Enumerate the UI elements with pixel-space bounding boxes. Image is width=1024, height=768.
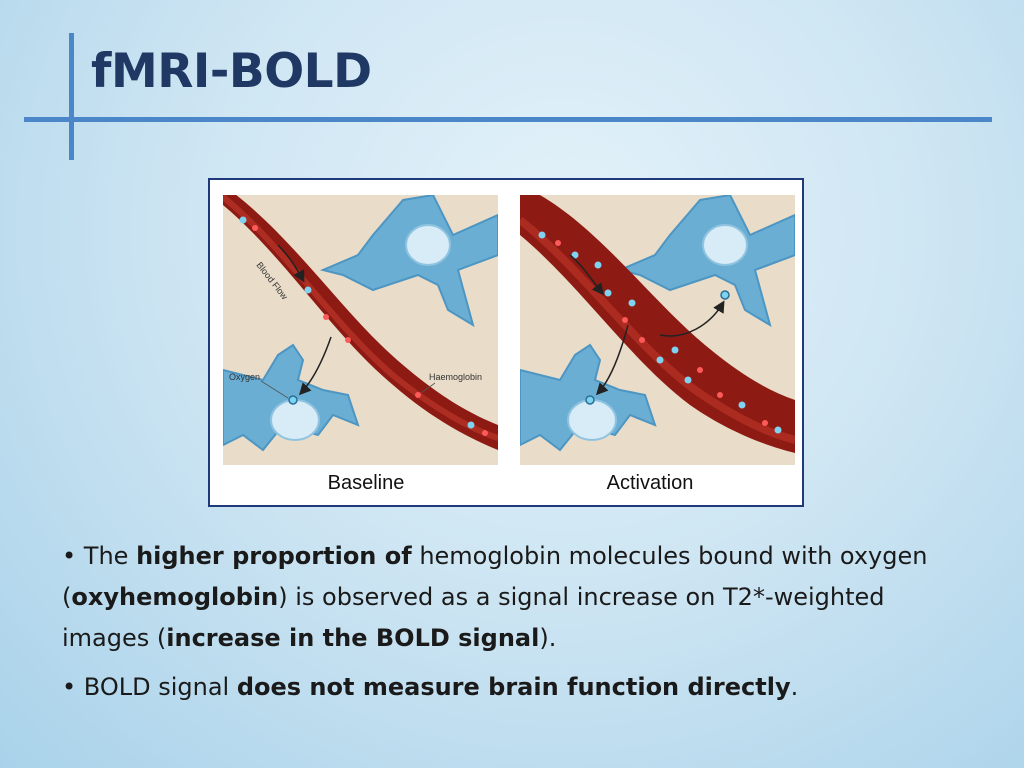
blood-vessel <box>520 195 795 453</box>
bullet-text-bold: increase in the BOLD signal <box>166 624 540 652</box>
baseline-illustration: Blood Flow Oxygen Haemoglobin <box>223 195 498 465</box>
bullet-marker: • <box>62 673 77 701</box>
slide-title: fMRI-BOLD <box>91 44 372 99</box>
baseline-panel: Blood Flow Oxygen Haemoglobin <box>223 195 498 465</box>
hemoglobin-molecules <box>538 231 782 434</box>
bullet-text-bold: does not measure brain function directly <box>236 673 791 701</box>
oxygen-molecule <box>288 395 298 405</box>
bullet-text: ). <box>539 624 557 652</box>
oxygen-label: Oxygen <box>229 372 260 382</box>
oxygen-molecule <box>585 395 595 405</box>
fmri-bold-figure: Blood Flow Oxygen Haemoglobin <box>208 178 804 507</box>
title-vertical-accent-bar <box>69 33 74 160</box>
bullet-item: • BOLD signal does not measure brain fun… <box>62 667 962 708</box>
curved-arrow-icon <box>569 254 604 296</box>
bullet-text: ) is observed as a signal increase on T2… <box>62 583 885 652</box>
hemoglobin-molecules <box>239 216 488 436</box>
haemoglobin-label: Haemoglobin <box>429 372 482 382</box>
bullet-text: . <box>790 673 799 701</box>
curved-arrow-icon <box>659 300 725 337</box>
title-horizontal-accent-bar <box>24 117 992 122</box>
curved-arrow-icon <box>595 324 629 396</box>
bullet-text: hemoglobin molecules bound with oxygen ( <box>62 542 928 611</box>
bullet-marker: • <box>62 542 77 570</box>
neuron-icon <box>319 195 498 328</box>
oxygen-molecule <box>720 290 730 300</box>
curved-arrow-icon <box>277 244 305 283</box>
baseline-caption: Baseline <box>327 472 405 494</box>
bullet-list: • The higher proportion of hemoglobin mo… <box>62 536 962 716</box>
blood-vessel <box>223 195 498 450</box>
bullet-text: The <box>83 542 137 570</box>
activation-caption: Activation <box>606 472 694 494</box>
neuron-icon <box>616 195 795 328</box>
bullet-text-bold: higher proportion of <box>136 542 412 570</box>
bullet-text: BOLD signal <box>83 673 237 701</box>
activation-illustration <box>520 195 795 465</box>
bullet-text-bold: oxyhemoglobin <box>71 583 279 611</box>
curved-arrow-icon <box>298 336 332 396</box>
activation-panel <box>520 195 795 465</box>
bullet-item: • The higher proportion of hemoglobin mo… <box>62 536 962 659</box>
